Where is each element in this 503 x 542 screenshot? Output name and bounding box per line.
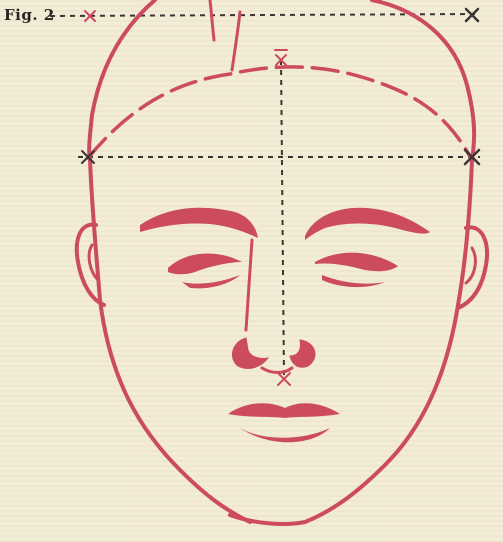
left-eye-lower-lid bbox=[182, 275, 240, 288]
mouth bbox=[228, 403, 340, 442]
left-cranium-line bbox=[89, 0, 155, 160]
left-eyebrow bbox=[140, 208, 258, 238]
left-eye bbox=[168, 253, 242, 274]
right-eyebrow bbox=[305, 208, 430, 240]
upper-lip bbox=[228, 403, 340, 418]
nose-bridge-line bbox=[246, 240, 252, 330]
eyebrows bbox=[140, 208, 430, 240]
center-vertical-guide bbox=[281, 60, 284, 378]
right-ear-inner bbox=[466, 248, 475, 283]
hairline-curve bbox=[88, 67, 472, 160]
head-outline bbox=[88, 0, 474, 524]
nose bbox=[232, 240, 315, 373]
left-nostril bbox=[232, 338, 268, 368]
top-right-cross-marker bbox=[466, 9, 478, 21]
right-eye bbox=[315, 253, 398, 272]
right-nostril bbox=[290, 340, 315, 367]
ears bbox=[77, 225, 487, 308]
top-cranium-line bbox=[210, 0, 240, 70]
right-eye-lower-lid bbox=[322, 275, 385, 287]
nose-tip-line bbox=[262, 368, 292, 373]
lower-lip bbox=[240, 428, 330, 442]
cross-markers bbox=[82, 9, 479, 385]
